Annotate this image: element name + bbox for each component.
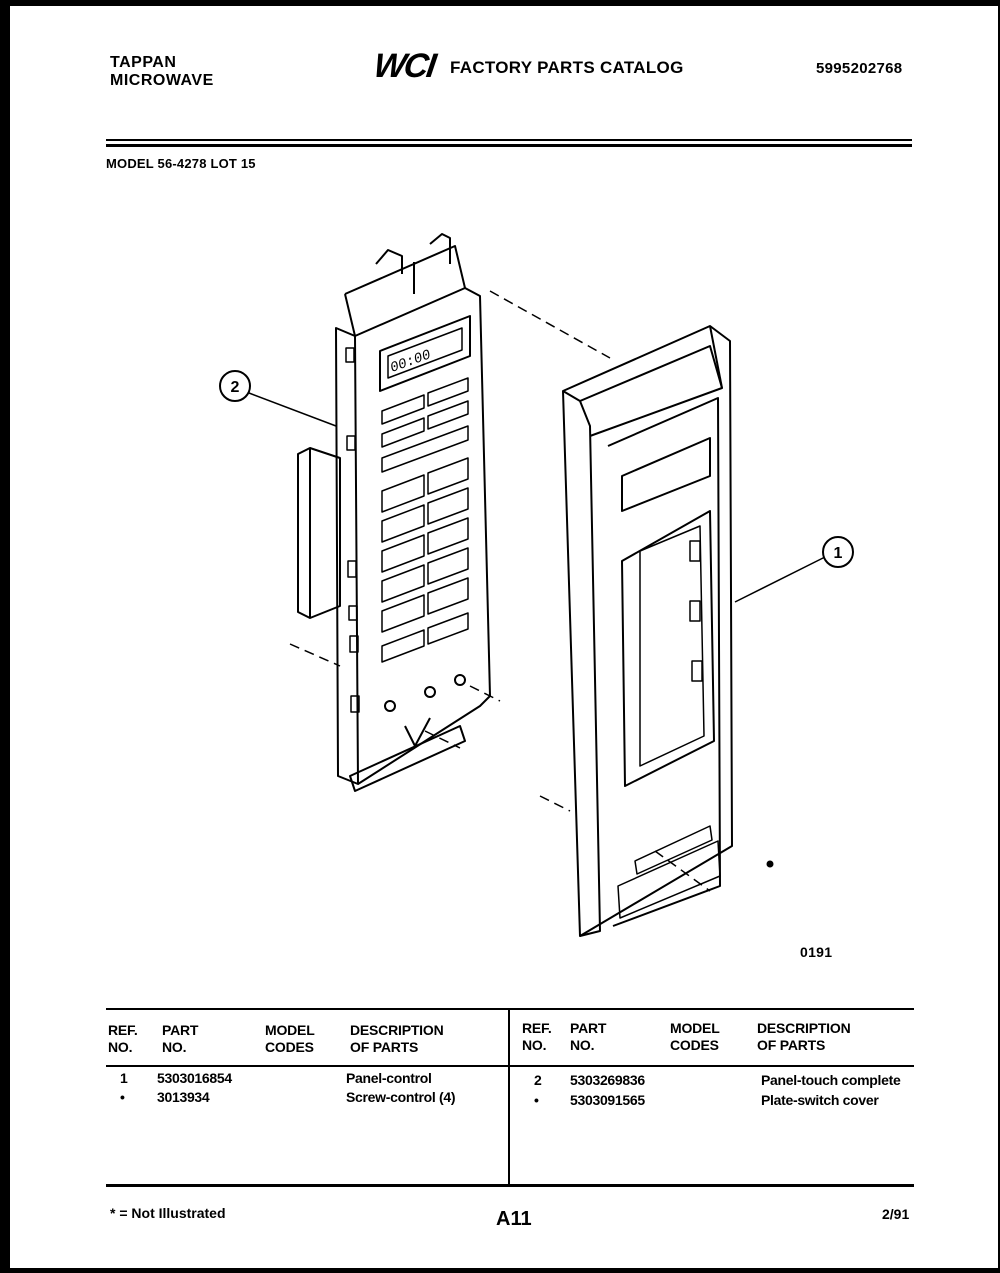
ref-no: 2 xyxy=(534,1072,542,1088)
part-no: 5303091565 xyxy=(570,1092,645,1108)
header-rule-bottom xyxy=(106,144,912,147)
col-header-ref-right: REF.NO. xyxy=(522,1020,552,1053)
not-illustrated-legend: * = Not Illustrated xyxy=(110,1205,226,1221)
brand-line-2: MICROWAVE xyxy=(110,72,214,89)
col-header-ref-left: REF.NO. xyxy=(108,1022,138,1055)
stray-dot xyxy=(766,860,774,868)
part-2-touch-panel xyxy=(297,233,491,792)
brand-line-1: TAPPAN xyxy=(110,54,177,71)
table-header-rule xyxy=(106,1065,914,1067)
part-no: 5303016854 xyxy=(157,1070,232,1086)
document-number: 5995202768 xyxy=(816,60,903,77)
catalog-page: TAPPAN MICROWAVE WCI FACTORY PARTS CATAL… xyxy=(10,6,998,1268)
table-bottom-rule xyxy=(106,1184,914,1187)
drawing-code: 0191 xyxy=(800,944,833,960)
svg-text:1: 1 xyxy=(834,545,843,562)
callout-1: 1 xyxy=(822,536,854,568)
exploded-parts-diagram: 2 1 00:00 xyxy=(219,233,854,937)
ref-no: 1 xyxy=(120,1070,128,1086)
header-rule-top xyxy=(106,139,912,141)
part-description: Panel-control xyxy=(346,1070,432,1086)
part-no: 3013934 xyxy=(157,1089,210,1105)
callout-2: 2 xyxy=(219,370,251,402)
svg-text:2: 2 xyxy=(231,379,240,396)
table-center-divider xyxy=(508,1009,510,1185)
catalog-title: FACTORY PARTS CATALOG xyxy=(450,58,684,77)
part-description: Plate-switch cover xyxy=(761,1092,879,1108)
ref-no: • xyxy=(534,1092,539,1108)
part-1-control-panel xyxy=(562,325,733,937)
part-description: Screw-control (4) xyxy=(346,1089,456,1105)
brand-name: TAPPAN MICROWAVE xyxy=(110,54,214,90)
part-no: 5303269836 xyxy=(570,1072,645,1088)
page-number: A11 xyxy=(496,1208,532,1230)
part-description: Panel-touch complete xyxy=(761,1072,901,1088)
revision-date: 2/91 xyxy=(882,1206,910,1222)
table-top-rule xyxy=(106,1008,914,1010)
model-line: MODEL 56-4278 LOT 15 xyxy=(106,156,256,171)
ref-no: • xyxy=(120,1089,125,1105)
